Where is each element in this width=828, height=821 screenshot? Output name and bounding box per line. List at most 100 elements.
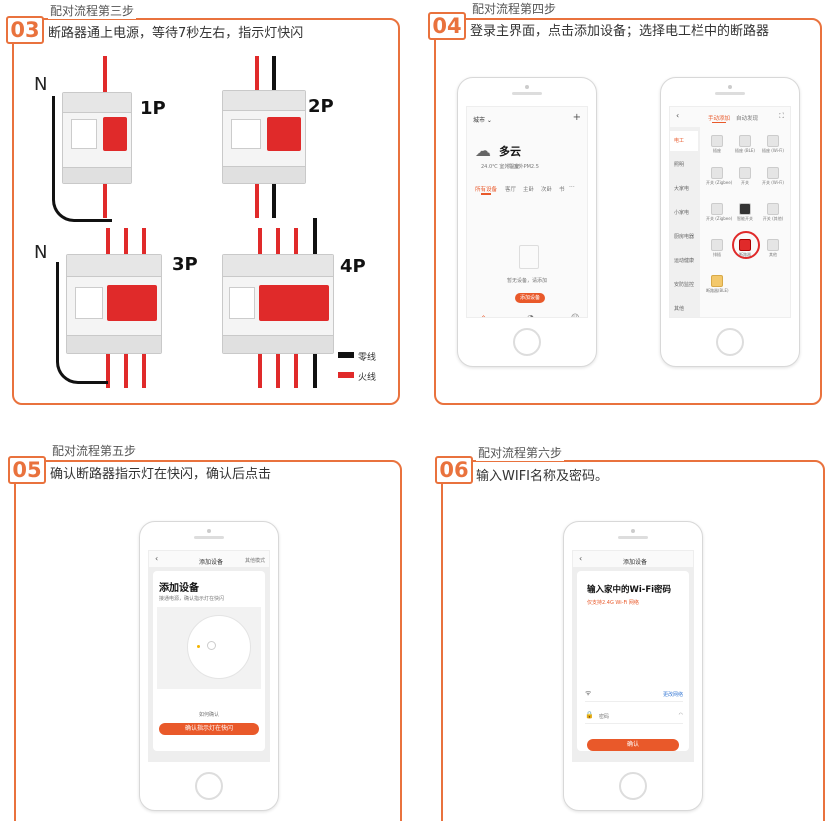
step-description: 确认断路器指示灯在快闪，确认后点击 [50,467,272,482]
category-item[interactable]: 其他 [674,306,685,312]
neutral-wire [313,218,317,258]
profile-icon[interactable]: ☺ [571,313,580,318]
device-cell[interactable]: 开关 [734,167,756,186]
step-number: 04 [428,12,466,40]
step-description: 断路器通上电源，等待7秒左右，指示灯快闪 [48,26,304,41]
neutral-loop [52,96,112,222]
scan-icon[interactable]: ⛶ [779,112,784,120]
step-number: 06 [435,456,473,484]
live-wire [276,352,280,388]
selection-highlight [732,231,760,259]
category-item[interactable]: 电工 [670,131,698,151]
tab-manual-add[interactable]: 手动添加 [708,116,731,122]
live-wire [106,228,110,258]
breaker-label-1p: 1P [140,98,166,119]
location-selector[interactable]: 城市 ⌄ [473,117,492,124]
neutral-label: N [34,242,48,263]
breaker-4p [222,254,334,354]
how-to-confirm-link[interactable]: 如何确认 [199,712,220,718]
device-cell[interactable]: 排插 [706,239,728,258]
nav-title: 添加设备 [199,559,224,566]
device-cell[interactable]: 断路器(BLE) [706,275,729,294]
phone-wifi-entry: ‹ 添加设备 输入家中的Wi-Fi密码 仅支持2.4G Wi-Fi 网络 ᯤ 更… [563,521,703,811]
live-wire [142,352,146,388]
step-title: 配对流程第六步 [476,444,565,461]
tab-room[interactable]: 次卧 [541,187,553,193]
step-number: 05 [8,456,46,484]
step-04-panel [434,18,822,405]
change-network-link[interactable]: 更改网络 [662,692,683,698]
password-input[interactable]: 密码 [599,714,610,720]
step-number: 03 [6,16,44,44]
step-06-panel [441,460,825,821]
live-wire [294,352,298,388]
empty-document-icon [519,245,539,269]
category-item[interactable]: 安防监控 [674,282,695,288]
legend-live-text: 火线 [358,373,377,383]
breaker-label-3p: 3P [172,254,198,275]
weather-text: 多云 [499,145,521,158]
step-05-panel [14,460,402,821]
tab-indicator [712,122,726,123]
add-device-button[interactable]: 添加设备 [515,293,545,303]
live-wire [103,180,107,218]
wifi-icon: ᯤ [585,689,592,697]
device-cell[interactable]: 开关 (Zigbee) [706,167,732,186]
category-item[interactable]: 小家电 [674,210,690,216]
nav-title: 添加设备 [623,559,648,566]
step-title: 配对流程第四步 [470,0,559,17]
device-cell[interactable]: 插座 [706,135,728,154]
breaker-3p [66,254,162,354]
tab-room[interactable]: 书 [559,187,565,193]
smart-icon[interactable]: ◔ [527,313,534,318]
device-cell[interactable]: 插座 (BLE) [734,135,756,154]
legend-neutral-text: 零线 [358,353,377,363]
device-cell[interactable]: 开关 (其他) [762,203,784,222]
breaker-label-2p: 2P [308,96,334,117]
neutral-wire [272,180,276,218]
device-cell[interactable]: 开关 (Wi-Fi) [762,167,784,186]
legend-neutral-swatch [338,352,354,358]
add-icon[interactable]: + [572,112,581,123]
device-cell[interactable]: 其他 [762,239,784,258]
back-icon[interactable]: ‹ [676,111,680,120]
legend-live-swatch [338,372,354,378]
step-title: 配对流程第五步 [50,442,139,459]
step-description: 登录主界面，点击添加设备；选择电工栏中的断路器 [470,24,770,39]
tab-auto-discover[interactable]: 自动发现 [736,116,759,122]
device-cell[interactable]: 智能开关 [734,203,756,222]
category-item[interactable]: 大家电 [674,186,690,192]
live-wire [106,352,110,388]
step-description: 输入WIFI名称及密码。 [476,469,608,484]
back-icon[interactable]: ‹ [155,554,159,563]
category-item[interactable]: 运动健康 [674,258,695,264]
phone-category-screen: ‹ 手动添加 自动发现 ⛶ 电工 照明 大家电 小家电 厨房电器 运动健康 安防… [660,77,800,367]
tab-room[interactable]: 客厅 [505,187,517,193]
page-heading: 添加设备 [159,583,199,594]
step-title: 配对流程第三步 [48,2,137,19]
home-icon[interactable]: ⌂ [481,313,487,318]
home-button [716,328,744,356]
device-cell[interactable]: 开关 (Zigbee) [706,203,732,222]
eye-icon[interactable]: ◠ [678,712,683,718]
tab-all-devices[interactable]: 所有设备 [475,187,498,193]
confirm-button[interactable]: 确认 [587,739,679,751]
stat-pm25: 优 室外PM2.5 [507,164,539,170]
confirm-blinking-button[interactable]: 确认指示灯在快闪 [159,723,259,735]
category-item[interactable]: 照明 [674,162,685,168]
device-cell[interactable]: 插座 (Wi-Fi) [762,135,784,154]
home-button [619,772,647,800]
category-sidebar [670,127,700,317]
back-icon[interactable]: ‹ [579,554,583,563]
breaker-1p [62,92,132,184]
more-icon[interactable]: ··· [569,184,575,191]
wifi-hint-text: 仅支持2.4G Wi-Fi 网络 [587,600,639,606]
empty-state-text: 暂无设备，请添加 [507,278,548,284]
step-03-panel [12,18,400,405]
live-wire [103,56,107,96]
category-item[interactable]: 厨房电器 [674,234,695,240]
other-mode-link[interactable]: 其他模式 [244,558,265,564]
tab-room[interactable]: 主卧 [523,187,535,193]
live-wire [142,228,146,258]
live-wire [258,352,262,388]
